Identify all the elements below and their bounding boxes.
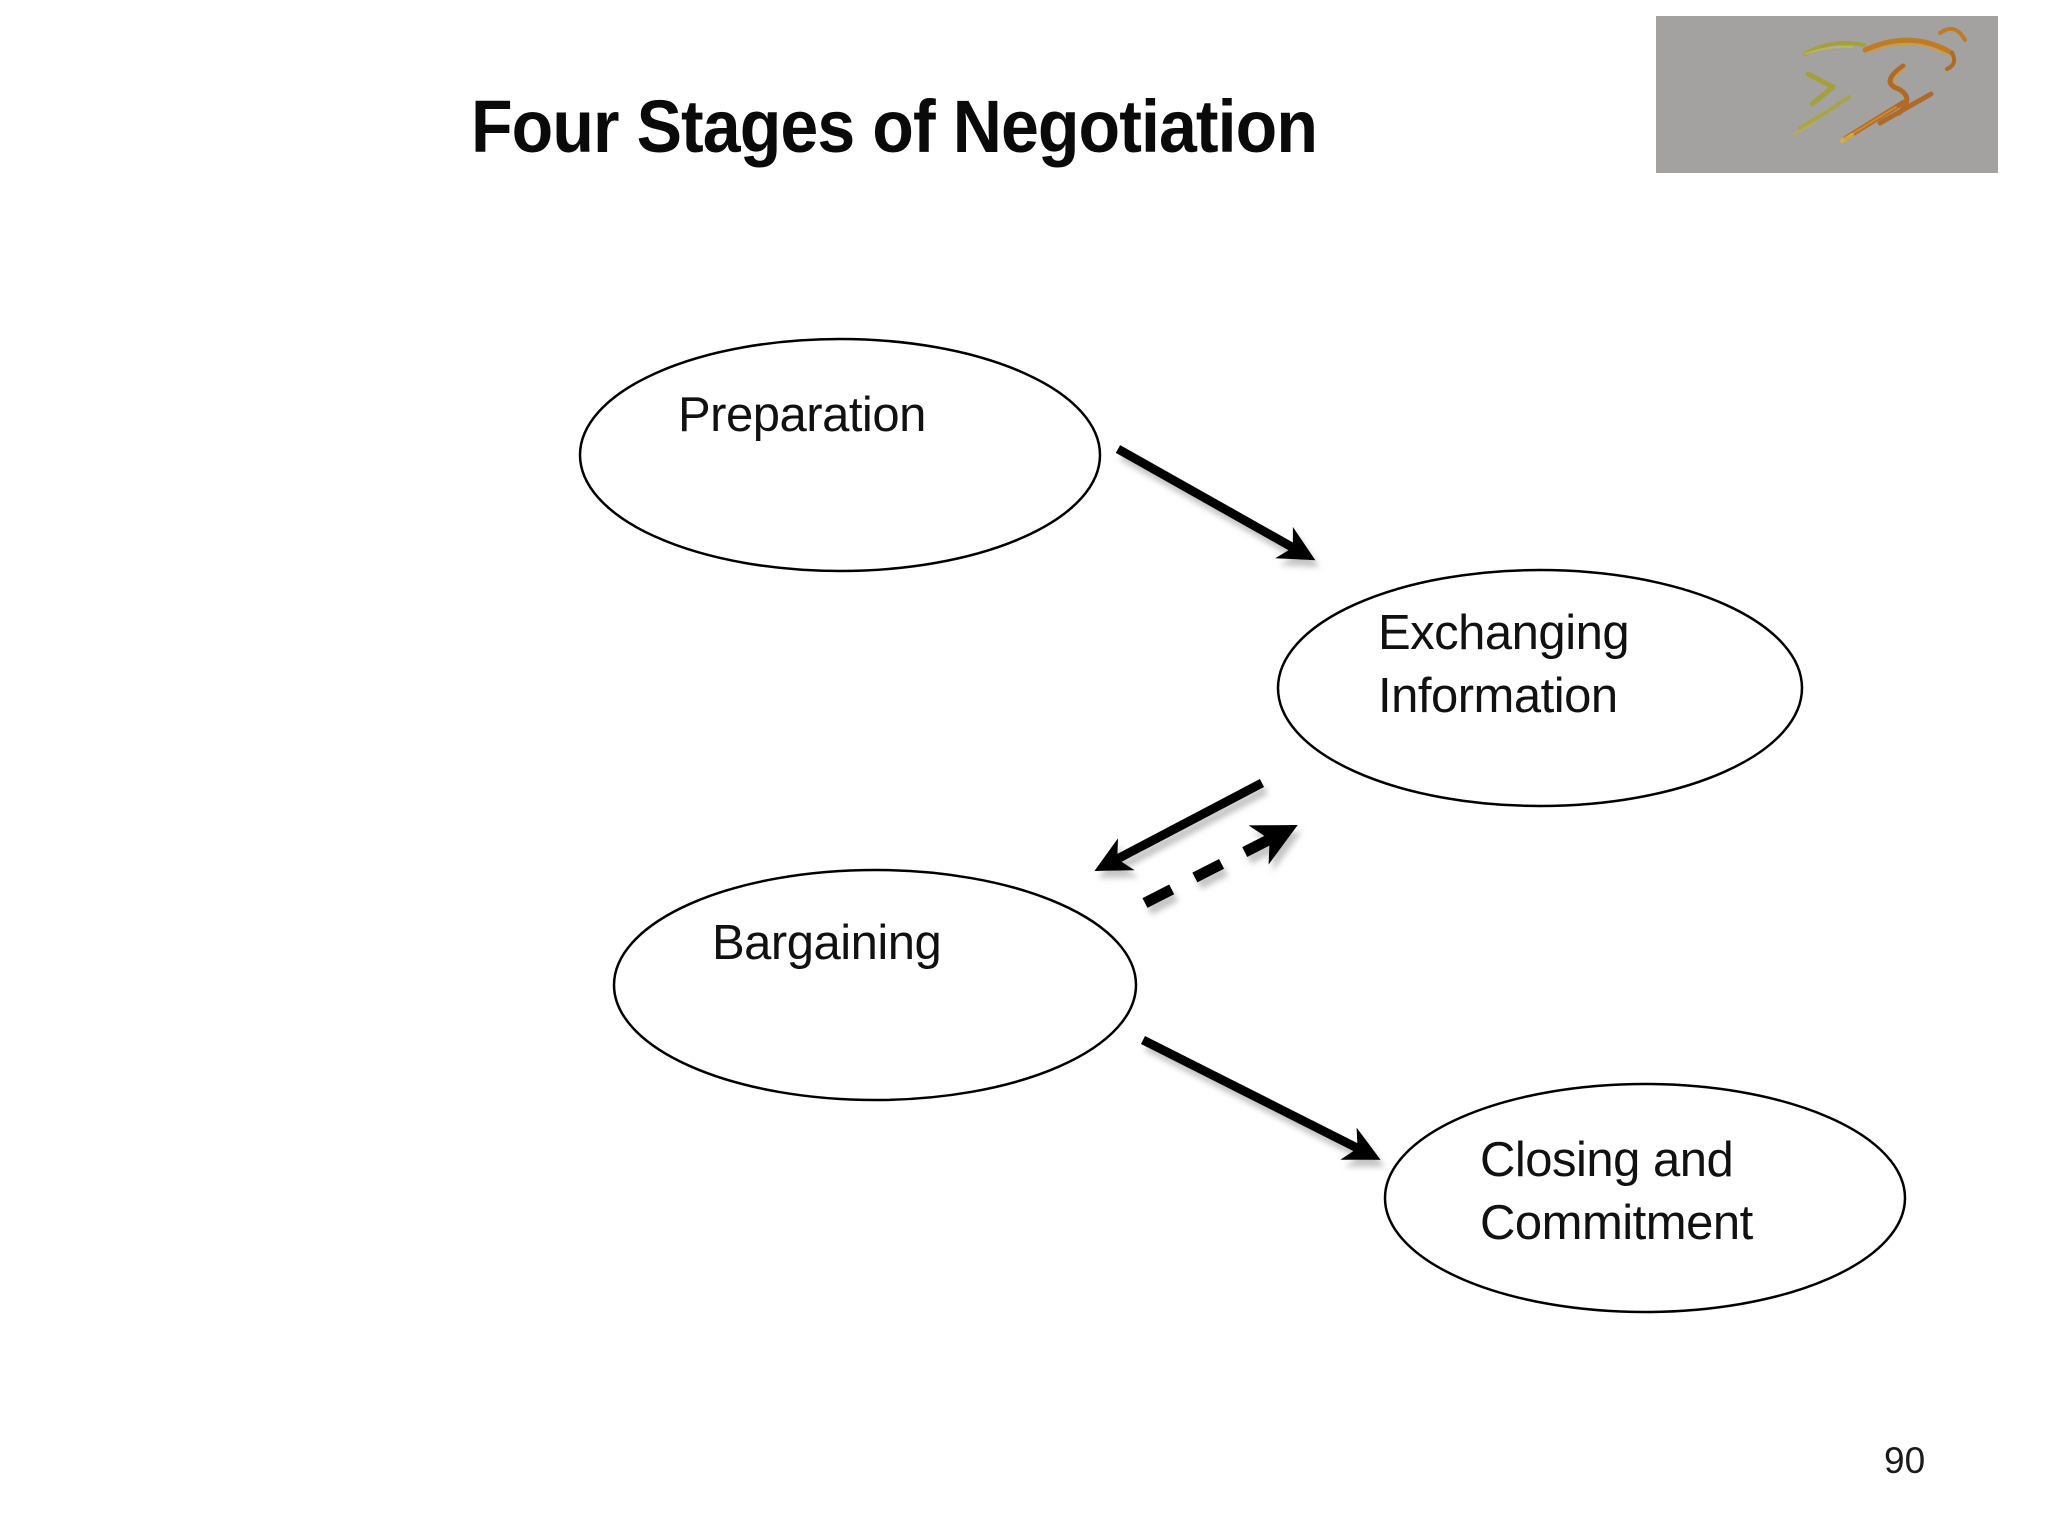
arrow-exchanging-to-bargaining <box>1094 779 1265 872</box>
arrow-bargaining-to-closing <box>1140 1035 1381 1160</box>
company-logo <box>1656 16 1998 173</box>
node-label-exchanging-information: Exchanging Information <box>1378 602 1630 728</box>
runner-swoosh-icon <box>1656 16 1998 173</box>
node-ellipse-closing-commitment <box>1383 1082 1907 1314</box>
node-label-preparation: Preparation <box>678 388 926 442</box>
arrow-bargaining-to-exchanging-dashed <box>1142 824 1298 908</box>
slide-title: Four Stages of Negotiation <box>471 85 1318 168</box>
arrow-preparation-to-exchanging <box>1115 445 1316 561</box>
node-label-line: Exchanging <box>1378 606 1630 660</box>
node-label-line: Information <box>1378 669 1618 723</box>
node-label-bargaining: Bargaining <box>712 916 942 970</box>
node-label-closing-commitment: Closing and Commitment <box>1480 1129 1753 1255</box>
page-number: 90 <box>1884 1440 1926 1481</box>
node-ellipse-bargaining <box>612 868 1138 1102</box>
node-label-line: Commitment <box>1480 1196 1753 1250</box>
node-ellipse-exchanging-information <box>1276 568 1804 808</box>
node-label-line: Closing and <box>1480 1133 1734 1187</box>
node-ellipse-preparation <box>578 337 1102 573</box>
